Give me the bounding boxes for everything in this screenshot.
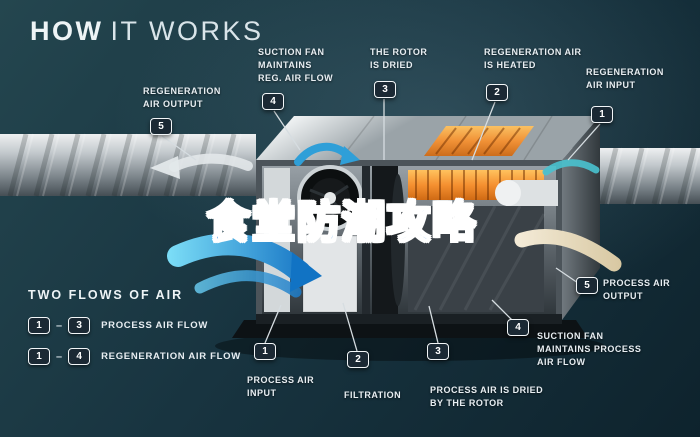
label-rotor-dried: THE ROTOR IS DRIED <box>370 47 428 71</box>
badge-regeneration-air-output: 5 <box>150 118 172 135</box>
suction-fan-icon <box>297 165 363 231</box>
legend-row-process: 1 – 3 PROCESS AIR FLOW <box>28 317 241 334</box>
legend-label-process: PROCESS AIR FLOW <box>101 320 209 331</box>
badge-regeneration-air-input: 1 <box>591 106 613 123</box>
legend-dash: – <box>56 350 63 363</box>
leader-lines <box>161 99 601 352</box>
legend-badge-to: 3 <box>68 317 91 334</box>
label-suction-fan-reg: SUCTION FAN MAINTAINS REG. AIR FLOW <box>258 47 334 84</box>
badge-rotor-dried: 3 <box>374 81 396 98</box>
legend-badge-to: 4 <box>68 348 91 365</box>
overlay-title: 食堂防潮攻略 <box>206 197 477 249</box>
legend-badge-from: 1 <box>28 317 50 334</box>
label-regeneration-air-output: REGENERATION AIR OUTPUT <box>143 86 221 110</box>
badge-process-air-output: 5 <box>576 277 598 294</box>
badge-process-air-input: 1 <box>254 343 276 360</box>
regeneration-air-input-arrow <box>542 159 600 176</box>
title-it-works: IT WORKS <box>110 16 264 46</box>
regeneration-air-output-arrow <box>150 153 253 179</box>
left-duct <box>0 133 256 197</box>
badge-suction-fan-process: 4 <box>507 319 529 336</box>
label-suction-fan-process: SUCTION FAN MAINTAINS PROCESS AIR FLOW <box>537 331 642 368</box>
process-air-output-arrow <box>514 228 622 272</box>
badge-suction-fan-reg: 4 <box>262 93 284 110</box>
rotor-icon <box>362 166 405 314</box>
badge-regeneration-air-heated: 2 <box>486 84 508 101</box>
label-filtration: FILTRATION <box>344 390 402 400</box>
machine-body <box>232 115 600 338</box>
legend-dash: – <box>56 319 63 332</box>
label-regeneration-air-heated: REGENERATION AIR IS HEATED <box>484 47 582 71</box>
legend-badge-from: 1 <box>28 348 50 365</box>
badge-process-air-dried: 3 <box>427 343 449 360</box>
label-process-air-input: PROCESS AIR INPUT <box>247 375 315 399</box>
legend-label-regeneration: REGENERATION AIR FLOW <box>101 351 241 362</box>
machine-shadow <box>215 331 605 361</box>
fan-top-arrow <box>294 142 360 166</box>
legend-row-regeneration: 1 – 4 REGENERATION AIR FLOW <box>28 348 241 365</box>
label-process-air-output: PROCESS AIR OUTPUT <box>603 278 671 302</box>
label-regeneration-air-input: REGENERATION AIR INPUT <box>586 67 664 91</box>
process-air-input-arrow <box>167 233 322 298</box>
title-how: HOW <box>30 16 104 46</box>
legend-title: TWO FLOWS OF AIR <box>28 288 184 302</box>
legend: TWO FLOWS OF AIR 1 – 3 PROCESS AIR FLOW … <box>28 288 241 379</box>
label-process-air-dried: PROCESS AIR IS DRIED BY THE ROTOR <box>430 385 544 409</box>
badge-filtration: 2 <box>347 351 369 368</box>
